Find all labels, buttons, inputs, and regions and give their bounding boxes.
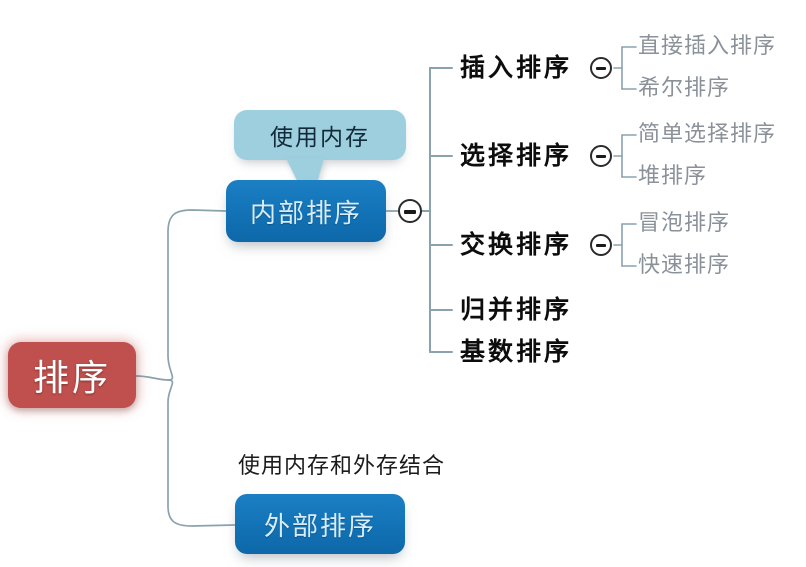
branch-node-external-sort[interactable]: 外部排序 [235, 494, 405, 554]
topic-radix-sort[interactable]: 基数排序 [460, 337, 573, 366]
minus-circle-icon-exchange-sort[interactable] [590, 234, 612, 256]
root-node-label: 排序 [32, 358, 111, 399]
topic-insertion-sort[interactable]: 插入排序 [460, 53, 573, 82]
callout-bubble-label: 使用内存 [270, 125, 370, 151]
callout-bubble-internal[interactable]: 使用内存 [234, 110, 406, 160]
leaf-direct-insertion-sort[interactable]: 直接插入排序 [638, 34, 777, 59]
topic-selection-sort[interactable]: 选择排序 [460, 141, 573, 170]
branch-node-internal-sort[interactable]: 内部排序 [226, 180, 386, 242]
leaf-simple-selection-sort[interactable]: 简单选择排序 [638, 122, 777, 147]
minus-circle-icon-insertion-sort[interactable] [590, 57, 612, 79]
topic-merge-sort[interactable]: 归并排序 [460, 295, 573, 324]
leaf-shell-sort[interactable]: 希尔排序 [638, 76, 731, 101]
root-node-sorting[interactable]: 排序 [8, 342, 136, 408]
topic-exchange-sort[interactable]: 交换排序 [460, 230, 573, 259]
leaf-heap-sort[interactable]: 堆排序 [638, 164, 708, 189]
branch-node-external-sort-label: 外部排序 [263, 511, 376, 542]
leaf-bubble-sort[interactable]: 冒泡排序 [638, 211, 731, 236]
minus-circle-icon-selection-sort[interactable] [590, 145, 612, 167]
minus-circle-icon-internal-sort[interactable] [398, 199, 422, 223]
leaf-quick-sort[interactable]: 快速排序 [638, 253, 731, 278]
branch-node-internal-sort-label: 内部排序 [249, 198, 362, 229]
note-external-memory: 使用内存和外存结合 [238, 454, 446, 479]
